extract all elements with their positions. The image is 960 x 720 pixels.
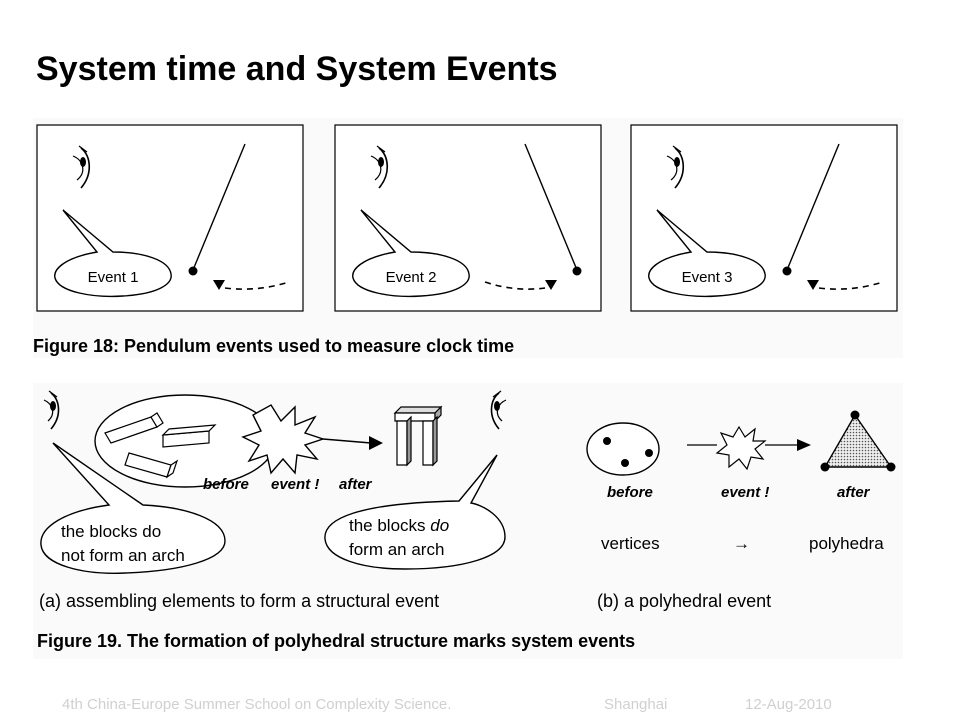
- event-starburst-small: [715, 425, 767, 471]
- pendulum-panel-2: Event 2: [334, 124, 602, 312]
- part-b-caption: (b) a polyhedral event: [597, 591, 771, 611]
- before-label-b: before: [607, 484, 653, 501]
- figure-18-caption: Figure 18: Pendulum events used to measu…: [33, 336, 514, 356]
- vertices-label: vertices: [601, 534, 660, 553]
- footer-date: 12-Aug-2010: [745, 696, 832, 713]
- pendulum-panel-3: Event 3: [630, 124, 898, 312]
- figure-19-caption: Figure 19. The formation of polyhedral s…: [37, 631, 635, 651]
- bubble-left-line1: the blocks do: [61, 522, 161, 541]
- footer-school: 4th China-Europe Summer School on Comple…: [62, 696, 452, 713]
- pendulum-panel-1: Event 1: [36, 124, 304, 312]
- figure-19-part-a: before event ! after the blocks do not f…: [39, 390, 507, 611]
- event-label: Event 2: [386, 269, 437, 286]
- block-pieces: [104, 412, 217, 479]
- event-label: Event 3: [682, 269, 733, 286]
- bubble-right-line1: the blocks do: [349, 516, 449, 535]
- event-label: Event 1: [88, 269, 139, 286]
- after-label-a: after: [339, 476, 373, 493]
- slide-title: System time and System Events: [36, 50, 558, 88]
- event-starburst: [241, 404, 326, 475]
- polyhedra-label: polyhedra: [809, 534, 884, 553]
- bubble-right-line2: form an arch: [349, 540, 444, 559]
- polyhedron: [820, 410, 896, 472]
- part-a-caption: (a) assembling elements to form a struct…: [39, 591, 439, 611]
- figure-18: Event 1 Event 2 Event 3 Figure 18: Pendu…: [33, 118, 903, 358]
- figure-19-part-b: before event ! after vertices → polyhedr…: [586, 410, 896, 611]
- arch: [393, 405, 443, 467]
- after-label-b: after: [837, 484, 871, 501]
- transition-arrow: →: [733, 534, 750, 553]
- footer-city: Shanghai: [604, 696, 668, 713]
- slide-footer: 4th China-Europe Summer School on Comple…: [0, 696, 960, 716]
- figure-19: before event ! after the blocks do not f…: [33, 383, 903, 659]
- event-label-b: event !: [721, 484, 769, 501]
- event-label-a: event !: [271, 476, 319, 493]
- before-label-a: before: [203, 476, 249, 493]
- bubble-left-line2: not form an arch: [61, 546, 185, 565]
